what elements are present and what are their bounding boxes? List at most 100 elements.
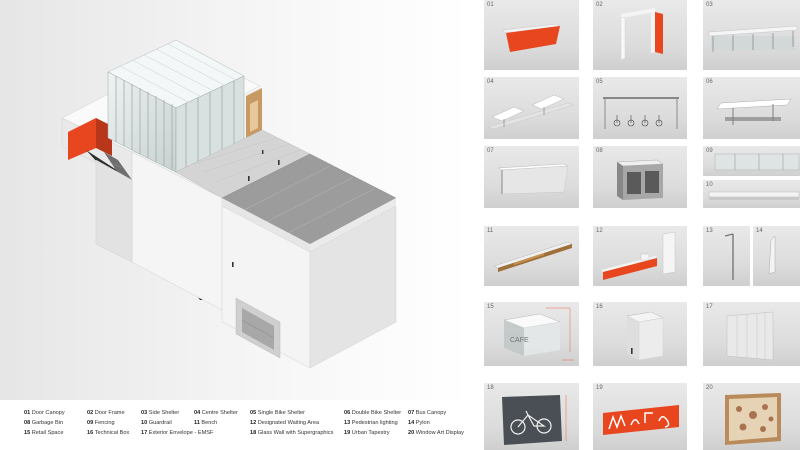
legend-number: 17 [141, 430, 148, 436]
art-pattern [736, 404, 774, 432]
legend-label: Door Frame [94, 410, 125, 416]
legend-number: 11 [194, 420, 200, 426]
legend-number: 14 [408, 420, 415, 426]
legend-label: Glass Wall with Supergraphics [257, 430, 334, 436]
double-bike-shelter-render [716, 98, 792, 125]
pylon-render [768, 235, 776, 275]
legend-label: Garbage Bin [31, 420, 64, 426]
tile-number: 03 [706, 2, 713, 8]
legend-number: 09 [87, 420, 94, 426]
tile-08-garbage-bin: 08 [593, 146, 687, 208]
right-block-top [310, 198, 396, 252]
legend-label: Retail Space [31, 430, 64, 436]
door-frame-render [620, 8, 663, 61]
legend-number: 01 [24, 410, 31, 416]
tile-number: 07 [487, 148, 494, 154]
bench-render [493, 241, 573, 272]
tile-11-bench: 11 [484, 226, 579, 286]
tile-number: 15 [487, 304, 494, 310]
legend-label: Centre Shelter [201, 410, 238, 416]
tapestry-pattern [608, 412, 670, 430]
legend-number: 13 [344, 420, 351, 426]
legend-number: 18 [250, 430, 257, 436]
tile-number: 20 [706, 385, 713, 391]
legend-label: Urban Tapestry [351, 430, 390, 436]
legend-label: Bench [201, 420, 218, 426]
legend-label: Bus Canopy [415, 410, 447, 416]
tile-number: 04 [487, 79, 494, 85]
tile-04-centre-shelter: 04 [484, 77, 579, 139]
legend-label: Fencing [94, 420, 115, 426]
legend-label: Side Shelter [148, 410, 180, 416]
road-lane-lines [243, 165, 375, 234]
tile-number: 01 [487, 2, 494, 8]
tile-20-window-art-display: 20 [703, 383, 800, 450]
tile-number: 18 [487, 385, 494, 391]
pedestrian-lighting-render [724, 233, 734, 280]
single-bike-shelter-render [603, 97, 679, 129]
tile-09-fencing: 09 [703, 146, 800, 176]
tile-18-glass-wall: 18 [484, 383, 579, 450]
legend-label: Guardrail [148, 420, 172, 426]
legend-number: 20 [408, 430, 415, 436]
legend-label: Technical Box [94, 430, 130, 436]
tile-07-bus-canopy: 07 [484, 146, 579, 208]
roof-slats [119, 43, 237, 103]
legend-number: 06 [344, 410, 351, 416]
retail-space-render: CAFE [503, 307, 574, 361]
bus-canopy-render [497, 163, 569, 195]
legend-label: Door Canopy [31, 410, 65, 416]
bicycle-supergraphic [510, 410, 552, 435]
legend-label: Pedestrian lighting [351, 420, 398, 426]
pavilion-mullions [115, 76, 235, 170]
fencing-render [714, 153, 800, 171]
door-canopy-render [501, 23, 561, 52]
legend-number: 10 [141, 420, 148, 426]
legend-number: 02 [87, 410, 94, 416]
tile-17-exterior-envelope: 17 [703, 302, 800, 366]
legend-number: 03 [141, 410, 148, 416]
tile-13-pedestrian-lighting: 13 [703, 226, 750, 286]
right-block-side [309, 205, 397, 369]
legend-number: 12 [250, 420, 257, 426]
tile-number: 16 [596, 304, 603, 310]
tile-05-single-bike-shelter: 05 [593, 77, 687, 139]
plaza-paving [189, 137, 301, 183]
lower-left-mass [95, 159, 133, 263]
urban-tapestry-render [603, 405, 679, 435]
legend-number: 07 [408, 410, 415, 416]
centre-shelter-render [487, 94, 575, 130]
tile-14-pylon: 14 [753, 226, 800, 286]
platform-edge [241, 319, 275, 339]
tile-number: 08 [596, 148, 603, 154]
tile-number: 05 [596, 79, 603, 85]
window-art-panel [250, 100, 258, 132]
legend-label: Single Bike Shelter [257, 410, 305, 416]
tile-number: 09 [706, 148, 713, 154]
station-axonometric-render [0, 0, 470, 400]
legend-number: 15 [24, 430, 31, 436]
tile-16-technical-box: 16 [593, 302, 687, 366]
tile-number: 11 [487, 228, 494, 234]
tile-06-double-bike-shelter: 06 [703, 77, 800, 139]
legend-number: 08 [24, 420, 31, 426]
exterior-envelope-render [726, 311, 774, 361]
tile-02-door-frame: 02 [593, 0, 687, 70]
